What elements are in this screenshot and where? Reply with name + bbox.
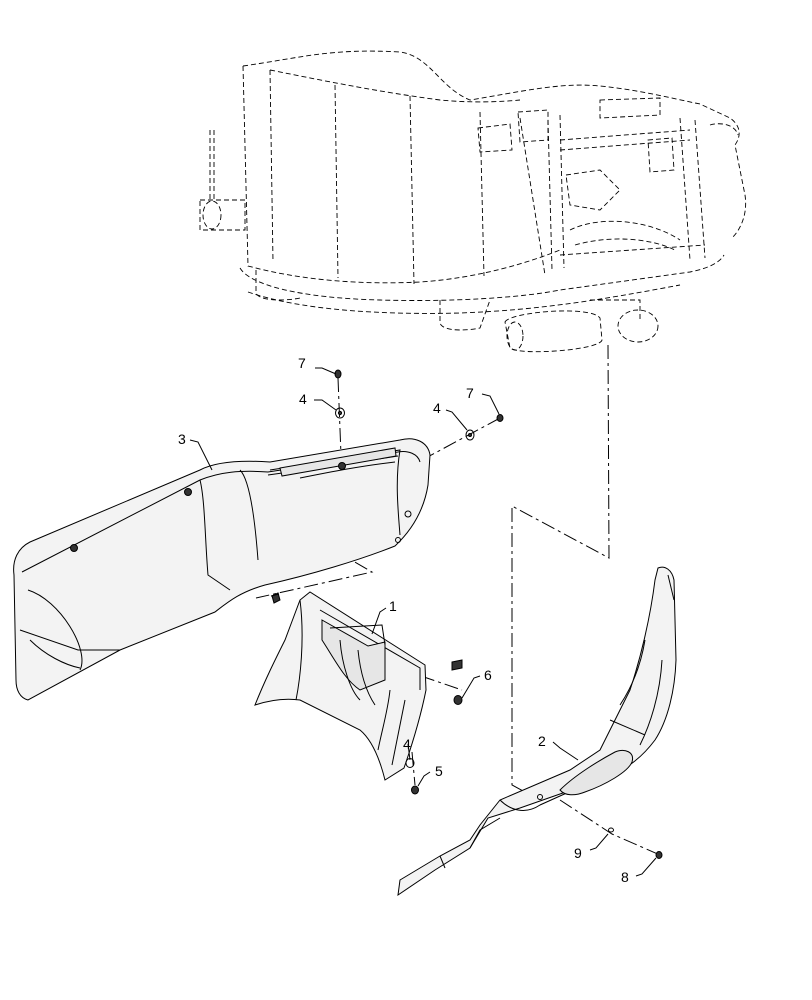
washer-4-upper-left (335, 407, 345, 419)
part-3-side-cover (13, 438, 431, 701)
callout-7-upper-left: 7 (298, 355, 306, 371)
callout-4-lower: 4 (403, 736, 411, 752)
callout-4-upper-right: 4 (433, 400, 441, 416)
hardware (270, 369, 663, 859)
callout-9: 9 (574, 845, 582, 861)
part-1-center-shield (254, 591, 427, 781)
bolt-6-upper (451, 659, 463, 671)
callout-5: 5 (435, 763, 443, 779)
washer-4-upper-right (465, 429, 475, 441)
bolt-5 (411, 785, 419, 795)
part-2-lower-cover (397, 566, 677, 897)
callout-1: 1 (389, 598, 397, 614)
nut-6 (453, 695, 463, 705)
callout-3: 3 (178, 431, 186, 447)
washer-9 (608, 827, 614, 833)
callout-4-upper-left: 4 (299, 391, 307, 407)
bolt-7-upper-right (496, 414, 504, 422)
callout-8: 8 (621, 869, 629, 885)
callout-2: 2 (538, 733, 546, 749)
reference-assembly-phantom (199, 50, 747, 353)
bolt-8 (655, 851, 663, 859)
callout-6: 6 (484, 667, 492, 683)
callout-7-upper-right: 7 (466, 385, 474, 401)
leader-lines (189, 367, 657, 877)
